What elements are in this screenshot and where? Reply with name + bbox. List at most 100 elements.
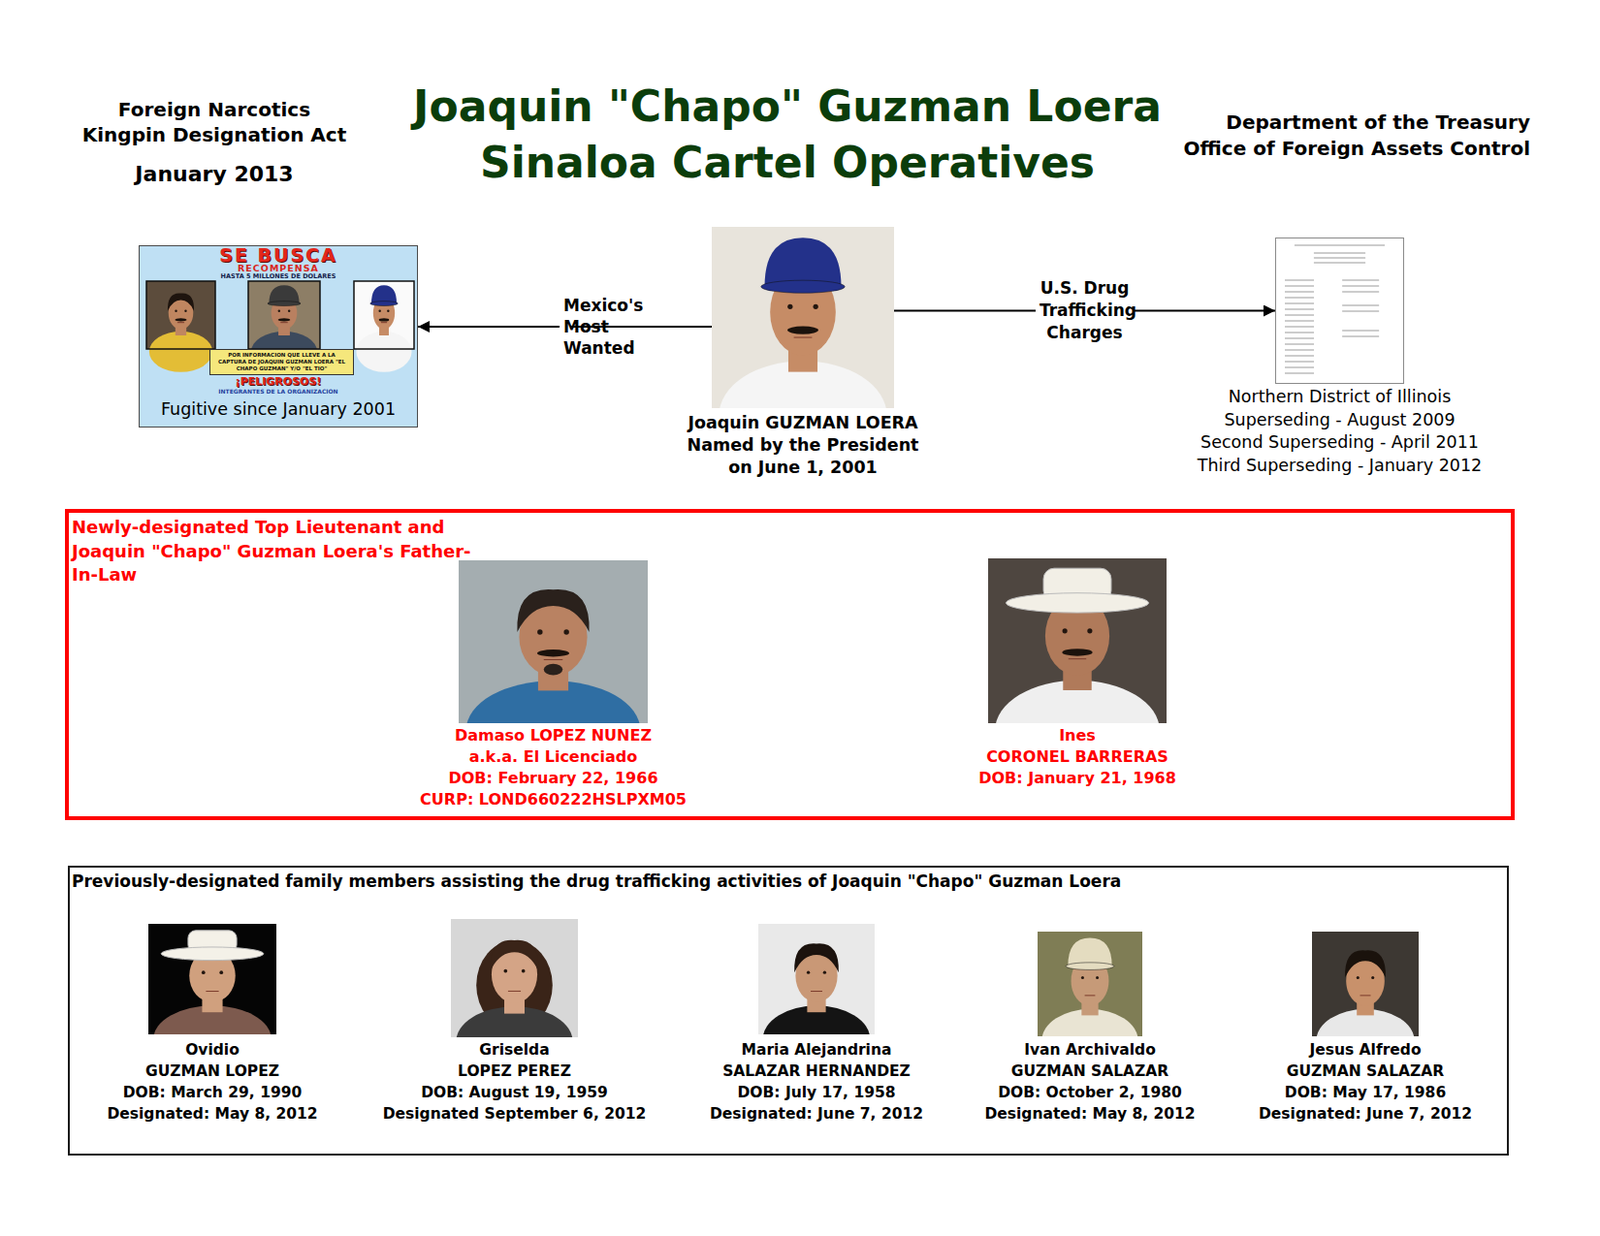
photo-frame <box>353 281 415 350</box>
photo-card: OvidioGUZMAN LOPEZDOB: March 29, 1990Des… <box>148 924 277 1035</box>
document-line <box>1284 320 1314 322</box>
poster-text: SE BUSCA <box>139 247 417 264</box>
document-line <box>1342 305 1379 307</box>
edge-label: U.S. Drug Trafficking Charges <box>1039 277 1130 345</box>
illustration <box>450 919 578 1038</box>
eye <box>386 310 389 313</box>
caption-line: CURP: LOND660222HSLPXM05 <box>419 789 687 811</box>
shirt <box>149 331 213 373</box>
text-holder: INTEGRANTES DE LA ORGANIZACION <box>139 387 417 395</box>
text-holder: SE BUSCA <box>139 247 417 264</box>
eye <box>503 969 508 974</box>
caption-block: OvidioGUZMAN LOPEZDOB: March 29, 1990Des… <box>106 1039 318 1125</box>
text-holder: Newly-designated Top Lieutenant and Joaq… <box>71 515 480 588</box>
eye <box>278 310 281 313</box>
header-note: Department of the Treasury Office of For… <box>1182 109 1531 162</box>
caption-line: DOB: August 19, 1959 <box>383 1082 647 1104</box>
wanted-poster: SE BUSCARECOMPENSAHASTA 5 MILLONES DE DO… <box>138 245 418 428</box>
document-line <box>1284 326 1314 328</box>
portrait <box>450 919 578 1038</box>
text-holder: Department of the Treasury Office of For… <box>1182 109 1531 162</box>
caption-line: GUZMAN SALAZAR <box>1258 1060 1472 1083</box>
eye <box>521 969 526 974</box>
photo-card: Maria AlejandrinaSALAZAR HERNANDEZDOB: J… <box>758 924 875 1035</box>
illustration <box>758 924 875 1035</box>
cap-brim <box>761 280 845 293</box>
eye <box>378 310 381 313</box>
caption-line: GUZMAN SALAZAR <box>984 1060 1195 1083</box>
document-line <box>1284 309 1314 311</box>
poster-photo <box>353 281 415 373</box>
family-panel: Previously-designated family members ass… <box>67 865 1509 1156</box>
caption-block: Ivan ArchivaldoGUZMAN SALAZARDOB: Octobe… <box>984 1039 1195 1125</box>
panel-heading: Newly-designated Top Lieutenant and Joaq… <box>71 515 480 588</box>
mustache <box>787 325 819 334</box>
caption-line: SALAZAR HERNANDEZ <box>709 1060 924 1083</box>
portrait <box>988 558 1167 724</box>
photo-frame <box>248 281 320 350</box>
document-line <box>1342 330 1379 332</box>
caption-line: DOB: February 22, 1966 <box>419 768 687 790</box>
photo-card: GriseldaLOPEZ PEREZDOB: August 19, 1959D… <box>450 919 578 1038</box>
cap-brim <box>1065 962 1115 971</box>
label-holder: U.S. Drug Trafficking Charges <box>1039 277 1130 345</box>
indictment-document: Northern District of IllinoisSuperseding… <box>1275 237 1405 384</box>
caption-line: on June 1, 2001 <box>687 456 920 480</box>
caption-line: LOPEZ PEREZ <box>383 1060 647 1083</box>
caption-line: Damaso LOPEZ NUNEZ <box>419 725 687 747</box>
document-line <box>1342 286 1379 288</box>
caption-line: Named by the President <box>687 434 920 457</box>
poster-text: HASTA 5 MILLONES DE DOLARES <box>139 273 417 281</box>
document-line <box>1284 291 1314 293</box>
label-holder: Mexico's Most Wanted <box>563 294 567 359</box>
mouth <box>508 991 521 992</box>
designation-panel: Newly-designated Top Lieutenant and Joaq… <box>64 509 1515 821</box>
document-line <box>1284 367 1314 369</box>
document-line <box>1284 297 1314 299</box>
eye <box>563 629 569 635</box>
eye <box>806 970 810 974</box>
photo-card: Jesus AlfredoGUZMAN SALAZARDOB: May 17, … <box>1312 931 1419 1037</box>
illustration <box>148 924 277 1035</box>
document-line <box>1313 257 1366 259</box>
hair <box>1344 950 1386 978</box>
mustache <box>278 318 291 321</box>
cap-brim <box>370 301 399 307</box>
mouth <box>280 321 288 323</box>
eye <box>174 310 177 313</box>
caption-line: Maria Alejandrina <box>709 1039 924 1061</box>
mouth <box>177 321 185 323</box>
eye <box>1371 976 1375 980</box>
document-line <box>1342 311 1379 313</box>
document-line <box>1284 315 1314 317</box>
document-line <box>1284 303 1314 305</box>
eye <box>787 304 793 310</box>
text-holder: RECOMPENSA <box>139 263 417 274</box>
text-holder: Previously-designated family members ass… <box>71 869 1121 894</box>
caption-line: a.k.a. El Licenciado <box>419 746 687 768</box>
illustration <box>1312 931 1419 1037</box>
caption-line: Designated: May 8, 2012 <box>984 1103 1195 1125</box>
mustache <box>379 318 390 321</box>
cap-crown <box>371 285 397 304</box>
caption-block: Fugitive since January 2001 <box>160 398 396 421</box>
caption-line: Designated: June 7, 2012 <box>709 1103 924 1125</box>
mouth <box>544 659 564 661</box>
portrait <box>1312 931 1419 1037</box>
eye <box>823 970 827 974</box>
caption-line: Griselda <box>383 1039 647 1061</box>
caption-line: Designated: May 8, 2012 <box>106 1103 318 1125</box>
caption-line: Designated September 6, 2012 <box>383 1103 647 1125</box>
photo-card: InesCORONEL BARRERASDOB: January 21, 196… <box>988 558 1167 724</box>
caption-block: Northern District of IllinoisSuperseding… <box>1197 385 1482 478</box>
cap-brim <box>267 301 301 307</box>
caption-block: Jesus AlfredoGUZMAN SALAZARDOB: May 17, … <box>1258 1039 1472 1125</box>
caption-block: Damaso LOPEZ NUNEZa.k.a. El LicenciadoDO… <box>419 725 687 811</box>
reward-notice-box: POR INFORMACION QUE LLEVE A LA CAPTURA D… <box>209 349 354 376</box>
caption-block: InesCORONEL BARRERASDOB: January 21, 196… <box>978 725 1177 790</box>
hair <box>516 589 589 633</box>
caption-line: Ivan Archivaldo <box>984 1039 1195 1061</box>
text-holder: January 2013 <box>134 161 293 188</box>
eye <box>813 304 819 310</box>
caption-line: Northern District of Illinois <box>1197 385 1482 410</box>
